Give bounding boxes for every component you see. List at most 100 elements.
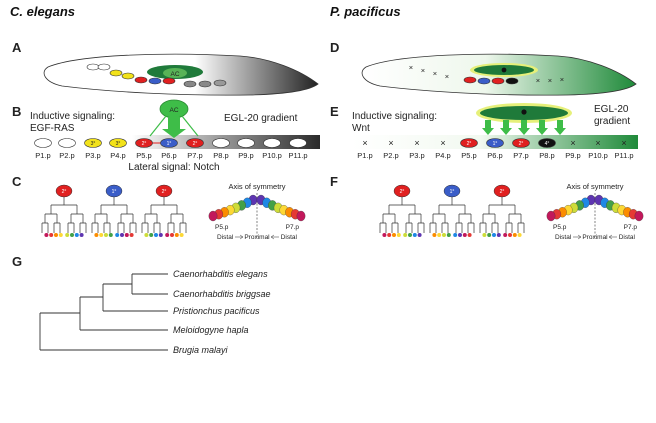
lineage-branch [517,214,525,233]
vpc-cross-e: × [414,138,419,148]
species-1: Caenorhabditis briggsae [173,289,271,299]
lineage-branch [103,214,111,233]
lineage-leaf [517,233,522,237]
vpc-name-b: P7.p [187,151,202,160]
vpc-name-b: P6.p [161,151,176,160]
worm-d-cells: × × × × × × × [409,63,564,85]
ac-arrows-b [149,115,199,138]
lineage-fate: 2° [500,189,505,195]
lineage-leaf [94,233,99,237]
lineage-branch [405,214,413,233]
lineage-leaf [396,233,401,237]
species-3: Meloidogyne hapla [173,325,249,335]
lineage-leaf [482,233,487,237]
vpc-name-b: P5.p [136,151,151,160]
panel-label-b: B [12,104,21,119]
vpc-fate-e: 1° [493,141,498,147]
svg-text:×: × [560,75,564,84]
lineage-branch [505,214,513,233]
lineage-branch [129,214,137,233]
lineage-leaf [144,233,149,237]
vpc-name-b: P8.p [213,151,228,160]
vpc-cell-e [512,138,530,148]
lineage-branch [491,214,499,233]
vpc-name-e: P7.p [513,151,528,160]
panel-label-g: G [12,254,22,269]
svg-text:×: × [548,76,552,85]
lineage-fate: 2° [62,189,67,195]
lineage-branch [101,197,127,206]
title-celegans: C. elegans [10,4,75,19]
vpc-fate-b: 2° [142,141,147,147]
lineage-branch [53,214,61,233]
lineage-branch [151,197,177,206]
vpc-fate-e: 4° [545,141,550,147]
vpc-name-e: P1.p [357,151,372,160]
lineage-leaf [124,233,129,237]
vpc-name-b: P9.p [238,151,253,160]
axis-distal-right: Distal [619,234,636,241]
inductive-label-b-1: Inductive signaling: [30,111,115,122]
lineage-trees-c: 2°1°2° [41,184,187,237]
vpc-name-b: P10.p [262,151,282,160]
svg-text:×: × [421,66,425,75]
lineage-trees-f: 2°1°2° [379,184,525,237]
lineage-branch [459,205,471,215]
lineage-leaf [387,233,392,237]
lineage-leaf [44,233,49,237]
species-0: Caenorhabditis elegans [173,269,268,279]
lineage-branch [71,205,83,215]
svg-text:×: × [433,69,437,78]
vpc-cell-b [135,138,153,148]
lineage-branch [179,214,187,233]
wnt-arrow [482,120,494,135]
lineage-branch [153,214,161,233]
lineage-branch [489,197,515,206]
axis-left-label: P5.p [553,224,567,231]
lineage-branch [51,197,77,206]
lineage-leaf [115,233,120,237]
vpc-cell-b [160,138,178,148]
lineage-leaf [79,233,84,237]
lineage-leaf [149,233,154,237]
lineage-leaf [158,233,163,237]
vpc-cell-b [84,138,102,148]
lineage-leaf [487,233,492,237]
ac-nucleus-e [521,109,527,115]
lineage-branch [141,214,149,233]
vpc-name-e: P3.p [409,151,424,160]
svg-text:×: × [409,63,413,72]
lineage-leaf [174,233,179,237]
vpc-name-b: P1.p [35,151,50,160]
panel-label-c: C [12,174,22,189]
vpc-cell-b [186,138,204,148]
panel-label-d: D [330,40,339,55]
lineage-branch [467,214,475,233]
panel-label-f: F [330,174,338,189]
vpc-cell-b [212,138,230,148]
lineage-leaf [467,233,472,237]
lineage-leaf [70,233,74,237]
vpc-row-e: ×P1.p×P2.p×P3.p×P4.p2°P5.p1°P6.p2°P7.p4°… [357,138,633,160]
lineage-branch [409,205,421,215]
lineage-branch [429,214,437,233]
vpc-cell-b [109,138,127,148]
lineage-leaf [446,233,451,237]
lineage-branch [383,205,395,215]
lineage-branch [439,197,465,206]
vpc-cell-e [460,138,478,148]
vpc-name-b: P3.p [85,151,100,160]
vpc-name-e: P4.p [435,151,450,160]
vpc-name-b: P4.p [110,151,125,160]
vpc-cell-e [486,138,504,148]
lineage-branch [121,205,133,215]
lineage-branch [379,214,387,233]
lineage-fate: 2° [162,189,167,195]
vpc-name-e: P2.p [383,151,398,160]
lineage-branch [433,205,445,215]
ac-nucleus-d [501,67,507,73]
vpc-cross-e: × [362,138,367,148]
lineage-leaf [165,233,170,237]
